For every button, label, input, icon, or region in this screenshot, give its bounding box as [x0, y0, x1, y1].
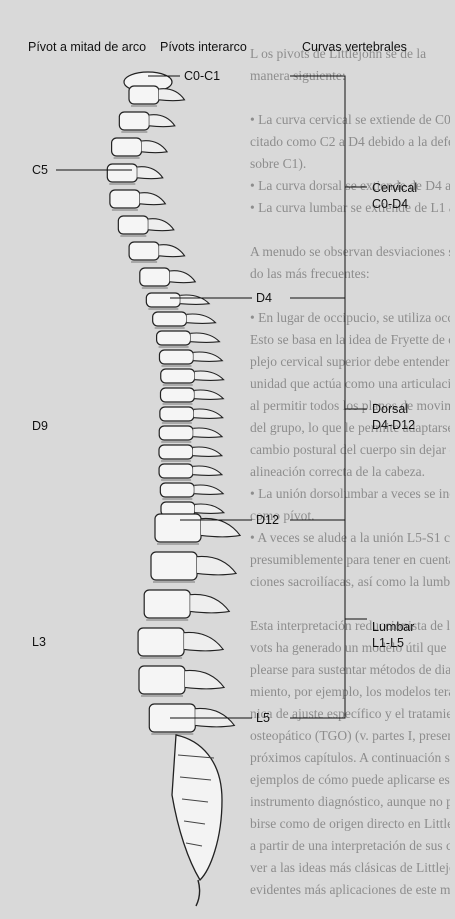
spinous-process [140, 193, 166, 205]
vertebra-body [118, 216, 148, 234]
spinous-process [194, 409, 223, 418]
vertebra-body [138, 628, 184, 656]
spinous-process [148, 219, 174, 231]
header-curves: Curvas vertebrales [302, 40, 407, 54]
spinous-process [197, 556, 236, 574]
curve-cervical-range: C0-D4 [372, 196, 408, 212]
vertebrae-group [107, 72, 240, 906]
label-c5: C5 [32, 162, 48, 178]
curve-dorsal-range: D4-D12 [372, 417, 415, 433]
label-d12: D12 [256, 512, 279, 528]
header-pivots-interarc: Pívots interarco [160, 40, 247, 54]
vertebra-body [160, 483, 194, 497]
spinous-process [194, 485, 223, 494]
lumbar-bracket [290, 520, 345, 718]
curve-cervical-name: Cervical [372, 180, 417, 196]
spinous-process [195, 504, 224, 513]
spinous-process [190, 594, 229, 612]
spinous-process [170, 271, 196, 283]
vertebra-body [144, 590, 190, 618]
spinous-process [142, 141, 168, 153]
curve-dorsal-name: Dorsal [372, 401, 408, 417]
header-pivot-mid-arc: Pívot a mitad de arco [28, 40, 146, 54]
vertebra-body [157, 331, 191, 345]
vertebra-body [161, 388, 195, 402]
spinous-process [137, 167, 163, 179]
vertebra-body [151, 552, 197, 580]
vertebra-body [161, 369, 195, 383]
vertebra-body [146, 293, 180, 307]
cervical-bracket [290, 76, 345, 298]
vertebra-body [140, 268, 170, 286]
vertebra-body [119, 112, 149, 130]
spinous-process [185, 670, 224, 688]
spinous-process [195, 390, 224, 399]
vertebra-body [112, 138, 142, 156]
label-d9: D9 [32, 418, 48, 434]
spinous-process [193, 447, 222, 456]
spinous-process [159, 245, 185, 257]
spinous-process [191, 333, 220, 342]
spinous-process [184, 632, 223, 650]
spinous-process [193, 428, 222, 437]
vertebra-body [110, 190, 140, 208]
spinous-process [180, 295, 209, 304]
vertebra-body [129, 242, 159, 260]
vertebra-body [159, 426, 193, 440]
vertebra-body [159, 464, 193, 478]
spinous-process [159, 89, 185, 101]
vertebra-body [107, 164, 137, 182]
curve-lumbar-name: Lumbar [372, 619, 414, 635]
curve-lumbar-range: L1-L5 [372, 635, 404, 651]
spinous-process [195, 371, 224, 380]
vertebra-body [153, 312, 187, 326]
vertebra-body [159, 445, 193, 459]
spinous-process [149, 115, 175, 127]
label-c0c1: C0-C1 [184, 68, 220, 84]
vertebra-body [160, 407, 194, 421]
dorsal-bracket [290, 298, 345, 520]
vertebra-body [139, 666, 185, 694]
spinous-process [193, 466, 222, 475]
spinous-process [201, 518, 240, 536]
vertebra-body [155, 514, 201, 542]
coccyx [196, 880, 200, 906]
spinous-process [193, 352, 222, 361]
label-l3: L3 [32, 634, 46, 650]
vertebra-body [129, 86, 159, 104]
spinous-process [187, 314, 216, 323]
vertebra-body [159, 350, 193, 364]
label-l5: L5 [256, 710, 270, 726]
label-d4: D4 [256, 290, 272, 306]
